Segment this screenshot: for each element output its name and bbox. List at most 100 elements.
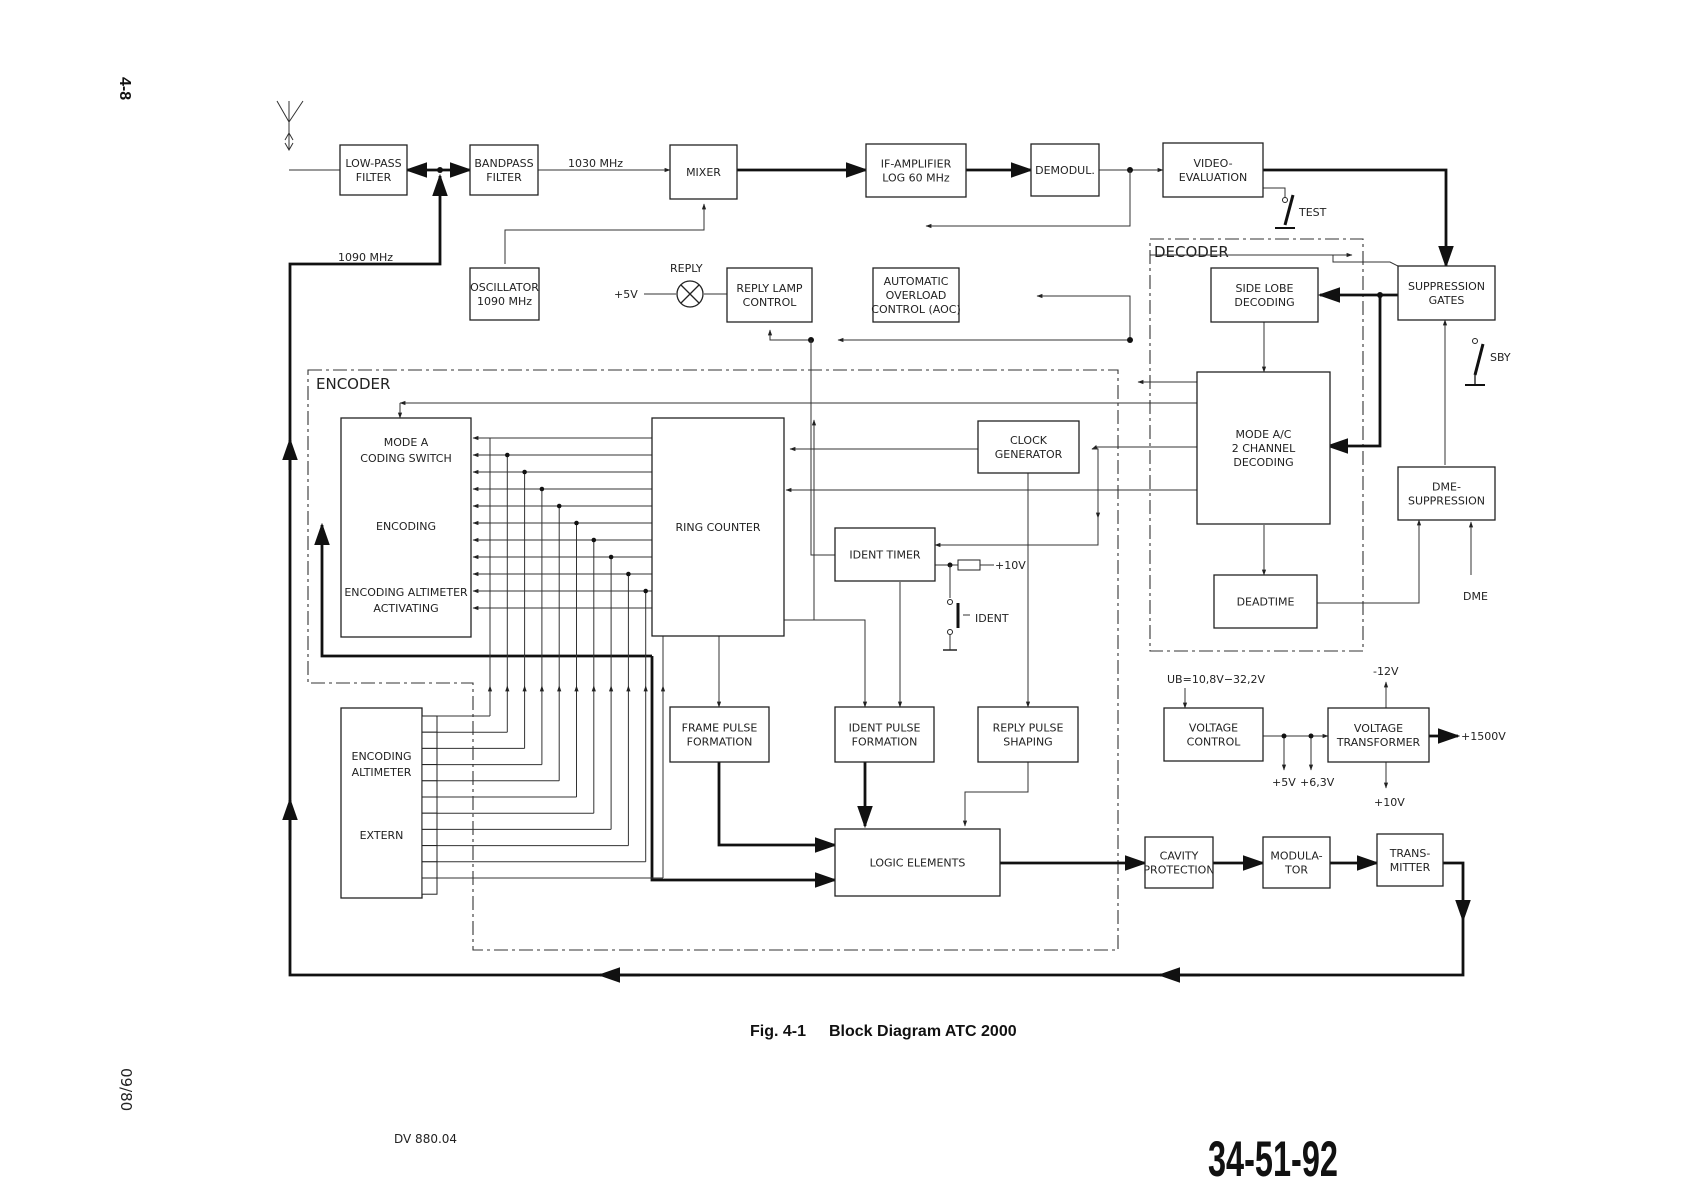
caption-title: Block Diagram ATC 2000 bbox=[829, 1023, 1017, 1040]
sby-label: SBY bbox=[1490, 351, 1511, 364]
encoding-label: ENCODING bbox=[376, 520, 436, 533]
plus1500v-label: +1500V bbox=[1461, 730, 1506, 743]
bandpass-filter-label: FILTER bbox=[486, 171, 522, 184]
deadtime-label: DEADTIME bbox=[1237, 596, 1295, 609]
mode-ac-decoding-label: 2 CHANNEL bbox=[1232, 442, 1296, 455]
reply-label: REPLY bbox=[670, 262, 703, 275]
video-evaluation-block: VIDEO-EVALUATION bbox=[1162, 142, 1264, 198]
low-pass-filter-label: FILTER bbox=[356, 171, 392, 184]
reply-pulse-shaping-label: REPLY PULSE bbox=[993, 722, 1064, 735]
minus12v-label: -12V bbox=[1373, 665, 1399, 678]
doc-number: DV 880.04 bbox=[394, 1132, 457, 1146]
voltage-transformer-label: VOLTAGE bbox=[1354, 722, 1403, 735]
logic-elements-label: LOGIC ELEMENTS bbox=[870, 857, 966, 870]
test-label: TEST bbox=[1298, 206, 1327, 219]
transmitter-label: MITTER bbox=[1390, 861, 1431, 874]
encoding-altimeter-activating-label: ACTIVATING bbox=[373, 602, 438, 615]
reply-lamp-control-label: REPLY LAMP bbox=[736, 282, 803, 295]
modulator-label: TOR bbox=[1284, 864, 1308, 877]
low-pass-filter-label: LOW-PASS bbox=[345, 157, 401, 170]
encoder-frame bbox=[307, 369, 1119, 951]
mode-ac-decoding-label: MODE A/C bbox=[1236, 428, 1292, 441]
plus63v-out-label: +6,3V bbox=[1300, 776, 1335, 789]
ub-label: UB=10,8V−32,2V bbox=[1167, 673, 1266, 686]
ring-counter-block: RING COUNTER bbox=[651, 417, 785, 637]
logic-elements-block: LOGIC ELEMENTS bbox=[834, 828, 1001, 897]
plus5v-label: +5V bbox=[614, 288, 638, 301]
if-amplifier-label: IF-AMPLIFIER bbox=[881, 158, 952, 171]
sby-switch-icon bbox=[1465, 338, 1485, 386]
transmitter-label: TRANS- bbox=[1389, 847, 1431, 860]
video-evaluation-label: EVALUATION bbox=[1179, 171, 1247, 184]
cavity-protection-label: CAVITY bbox=[1160, 850, 1199, 863]
demodul-label: DEMODUL. bbox=[1035, 164, 1095, 177]
voltage-control-label: CONTROL bbox=[1187, 736, 1242, 749]
side-lobe-decoding-label: SIDE LOBE bbox=[1235, 282, 1293, 295]
demodul-block: DEMODUL. bbox=[1030, 143, 1100, 197]
side-lobe-decoding-label: DECODING bbox=[1234, 296, 1294, 309]
dme-suppression-block: DME-SUPPRESSION bbox=[1397, 466, 1496, 521]
bandpass-filter-label: BANDPASS bbox=[474, 157, 533, 170]
video-evaluation-label: VIDEO- bbox=[1193, 157, 1232, 170]
clock-generator-label: GENERATOR bbox=[995, 448, 1063, 461]
decoder-frame bbox=[1149, 238, 1364, 652]
frame-pulse-formation-label: FRAME PULSE bbox=[682, 722, 758, 735]
freq-1030-label: 1030 MHz bbox=[568, 157, 623, 170]
frame-pulse-formation-label: FORMATION bbox=[687, 736, 753, 749]
part-number: 34-51-92 bbox=[1208, 1131, 1338, 1187]
ring-counter-label: RING COUNTER bbox=[675, 521, 760, 534]
ident-pulse-formation-label: FORMATION bbox=[852, 736, 918, 749]
voltage-transformer-label: TRANSFORMER bbox=[1336, 736, 1421, 749]
suppression-gates-label: GATES bbox=[1429, 294, 1465, 307]
dme-suppression-label: DME- bbox=[1432, 481, 1461, 494]
plus10v-out-label: +10V bbox=[1374, 796, 1405, 809]
voltage-control-label: VOLTAGE bbox=[1189, 722, 1238, 735]
aoc-label: OVERLOAD bbox=[886, 289, 947, 302]
aoc-label: AUTOMATIC bbox=[884, 275, 949, 288]
aoc-label: CONTROL (AOC) bbox=[871, 303, 960, 316]
mode-ac-decoding-label: DECODING bbox=[1233, 456, 1293, 469]
caption-fig: Fig. 4-1 bbox=[750, 1023, 806, 1040]
ident-timer-label: IDENT TIMER bbox=[849, 549, 921, 562]
modulator-label: MODULA- bbox=[1270, 850, 1322, 863]
ident-button-icon bbox=[935, 559, 994, 651]
antenna-icon bbox=[276, 100, 340, 171]
decoder-title: DECODER bbox=[1154, 243, 1229, 261]
suppression-gates-label: SUPPRESSION bbox=[1408, 280, 1485, 293]
encoding-altimeter-extern-label: EXTERN bbox=[360, 829, 404, 842]
encoding-altimeter-extern-label: ALTIMETER bbox=[352, 766, 412, 779]
encoder-title: ENCODER bbox=[316, 375, 390, 393]
dme-suppression-label: SUPPRESSION bbox=[1408, 495, 1485, 508]
ident-pulse-formation-label: IDENT PULSE bbox=[849, 722, 921, 735]
mode-a-coding-switch-label: CODING SWITCH bbox=[360, 452, 451, 465]
deadtime-block: DEADTIME bbox=[1213, 574, 1318, 629]
mixer-label: MIXER bbox=[686, 166, 721, 179]
modulator-block: MODULA-TOR bbox=[1262, 836, 1331, 889]
date-code: 09/80 bbox=[117, 1068, 135, 1111]
mixer-block: MIXER bbox=[669, 144, 738, 200]
encoding-altimeter-extern-label: ENCODING bbox=[352, 750, 412, 763]
cavity-protection-label: PROTECTION bbox=[1143, 864, 1214, 877]
oscillator-label: OSCILLATOR bbox=[470, 281, 539, 294]
reply-lamp-icon bbox=[676, 280, 704, 308]
ident-timer-block: IDENT TIMER bbox=[834, 527, 936, 582]
if-amplifier-label: LOG 60 MHz bbox=[882, 172, 950, 185]
reply-pulse-shaping-label: SHAPING bbox=[1003, 736, 1052, 749]
reply-lamp-control-label: CONTROL bbox=[743, 296, 798, 309]
test-switch-icon bbox=[1275, 194, 1295, 229]
